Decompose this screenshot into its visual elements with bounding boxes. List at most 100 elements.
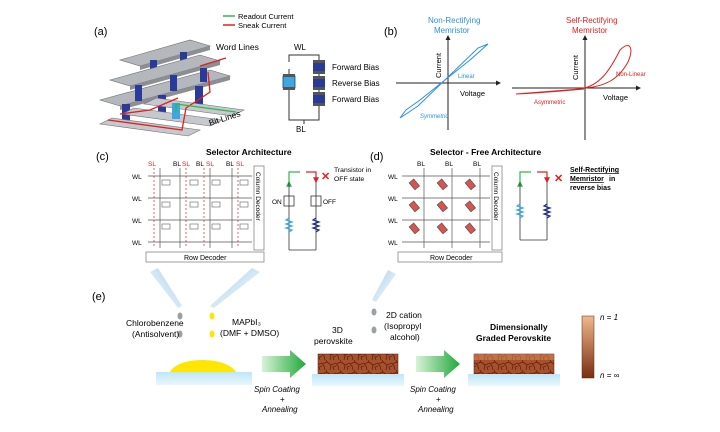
process-arrow-2 [416, 350, 460, 378]
c-sl-4: SL [236, 161, 244, 168]
transistor-circuit [283, 171, 322, 251]
non-rect-linear: Linear [458, 74, 475, 80]
self-rect-title-1: Self-Rectifying [566, 16, 618, 25]
panel-e-label: (e) [92, 291, 105, 303]
pipette-2 [210, 268, 260, 308]
c-x-mark: ✕ [321, 171, 330, 183]
cation-1: 2D cation [386, 310, 422, 320]
perovskite-3d-film [317, 353, 399, 375]
d-wl-1: WL [388, 174, 398, 181]
c-bl-1: BL [173, 161, 181, 168]
non-rect-curve [399, 43, 489, 119]
pipette-3 [372, 270, 396, 302]
d-wl-4: WL [388, 240, 398, 247]
antisolvent: (Antisolvent) [132, 329, 179, 339]
non-rect-title-1: Non-Rectifying [428, 16, 480, 25]
dmf-dmso: (DMF + DMSO) [220, 328, 279, 338]
c-sl-3: SL [206, 161, 214, 168]
d-column-decoder: Column Decoder [492, 172, 499, 222]
graded-1: Dimensionally [490, 322, 548, 332]
drop-5 [371, 308, 377, 316]
d-wl-2: WL [388, 196, 398, 203]
c-sl-2: SL [182, 161, 190, 168]
c-column-decoder: Column Decoder [254, 172, 261, 222]
substrate-2 [312, 374, 404, 386]
c-wl-4: WL [132, 240, 142, 247]
panel-b-label: (b) [384, 26, 397, 38]
c-bl-2: BL [196, 161, 204, 168]
perovskite-3d-1: 3D [332, 325, 343, 335]
d-row-decoder: Row Decoder [430, 255, 473, 262]
sneak-legend: Sneak Current [238, 21, 287, 30]
c-wl-3: WL [132, 218, 142, 225]
non-rect-voltage: Voltage [460, 89, 485, 98]
cation-3: alcohol) [390, 332, 420, 342]
self-rect-curve [515, 45, 632, 95]
drop-1 [177, 312, 183, 320]
d-self-rect-1: Self-Rectifying [570, 167, 619, 174]
self-rect-voltage: Voltage [603, 93, 628, 102]
graded-overlay [474, 354, 554, 360]
panel-b: (b) Non-Rectifying Memristor Current Vol… [384, 16, 646, 140]
spin-coating-2: Spin Coating [410, 385, 456, 394]
perovskite-3d-2: perovskite [314, 336, 353, 346]
annealing-1: Annealing [261, 405, 298, 414]
self-rect-current: Current [571, 54, 580, 80]
self-rect-circuit [515, 171, 552, 241]
selector-free-array [402, 168, 490, 248]
drop-4 [209, 330, 215, 338]
d-bl-1: BL [417, 161, 425, 168]
annealing-2: Annealing [417, 405, 454, 414]
self-rect-asymmetric: Asymmetric [534, 100, 565, 106]
word-lines-label: Word Lines [216, 42, 259, 52]
n-infinity: n = ∞ [600, 371, 620, 380]
non-rect-symmetric: Symmetric [420, 114, 448, 120]
sneak-path-circuit: WL BL [282, 43, 325, 134]
drop-3 [209, 312, 215, 320]
chlorobenzene: Chlorobenzene [126, 318, 184, 328]
d-wl-3: WL [388, 218, 398, 225]
mapbi3: MAPbI₃ [232, 317, 261, 327]
c-wl-2: WL [132, 196, 142, 203]
precursor-drop [170, 360, 236, 372]
d-bl-2: BL [445, 161, 453, 168]
panel-e: (e) Chlorobenzene (Antisolvent) MAPbI₃ (… [92, 268, 620, 414]
panel-d-label: (d) [370, 151, 383, 163]
self-rect-non-linear: Non-Linear [616, 72, 646, 78]
non-rect-current: Current [434, 52, 443, 78]
self-rect-title-2: Memristor [572, 26, 608, 35]
d-row-decoder-box [397, 251, 503, 263]
panel-c-title: Selector Architecture [206, 147, 292, 157]
panel-c-label: (c) [96, 151, 109, 163]
n-gradient-bar [581, 315, 595, 379]
readout-legend: Readout Current [238, 12, 294, 21]
drop-6 [371, 326, 377, 334]
c-sl-1: SL [148, 161, 156, 168]
drop-2 [177, 330, 183, 338]
selector-array [148, 168, 252, 248]
spin-coating-1: Spin Coating [254, 385, 300, 394]
substrate-3 [468, 374, 560, 386]
wl-label: WL [294, 43, 307, 52]
substrate-1 [156, 372, 252, 385]
process-arrow-1 [262, 350, 306, 378]
d-self-rect-2: Memristor [570, 176, 604, 183]
panel-d-title: Selector - Free Architecture [430, 147, 541, 157]
non-rect-title-2: Memristor [434, 26, 470, 35]
plus-1: + [280, 395, 285, 404]
c-off: OFF [323, 199, 336, 206]
reverse-bias: Reverse Bias [332, 79, 380, 88]
c-bl-3: BL [226, 161, 234, 168]
pipette-1 [150, 268, 182, 308]
c-wl-1: WL [132, 174, 142, 181]
panel-d: (d) Selector - Free Architecture BL BL B… [370, 147, 619, 263]
plus-2: + [436, 395, 441, 404]
forward-bias-2: Forward Bias [332, 95, 379, 104]
graded-2: Graded Perovskite [476, 333, 551, 343]
c-transistor-2: OFF state [334, 176, 364, 183]
c-transistor-1: Transistor in [334, 167, 371, 174]
c-row-decoder: Row Decoder [184, 255, 227, 262]
c-column-decoder-box [253, 165, 265, 251]
d-self-rect-4: reverse bias [570, 185, 611, 192]
